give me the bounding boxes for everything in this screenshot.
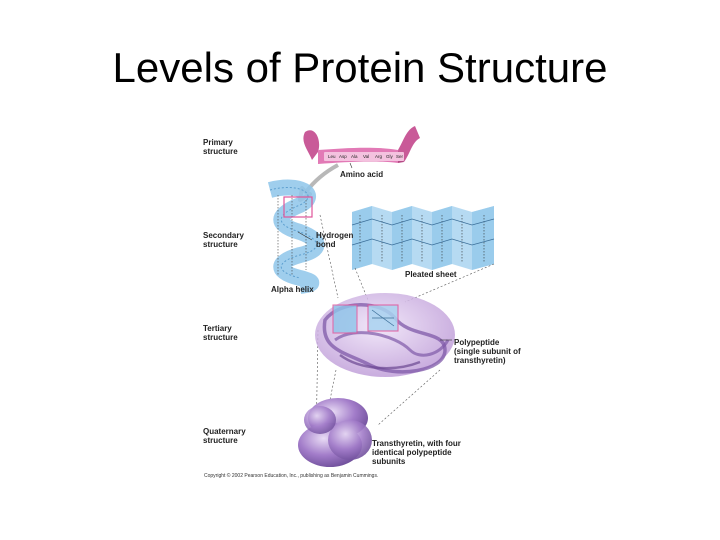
quaternary-structure	[298, 398, 372, 467]
label-primary-structure: Primary structure	[203, 138, 238, 156]
label-tertiary-structure: Tertiary structure	[203, 324, 238, 342]
tertiary-structure	[315, 293, 455, 377]
label-alpha-helix: Alpha helix	[271, 285, 314, 294]
label-polypeptide: Polypeptide (single subunit of transthyr…	[454, 338, 521, 365]
projection-lines	[315, 214, 495, 446]
label-hydrogen-bond: Hydrogen bond	[316, 231, 354, 249]
label-amino-acid: Amino acid	[340, 170, 384, 179]
amino-acid-4: Arg	[375, 154, 383, 159]
primary-ribbon	[303, 126, 420, 164]
helix-highlight-box	[283, 196, 313, 218]
label-secondary-structure: Secondary structure	[203, 231, 244, 249]
amino-acid-sequence: Leu Asp Ala Val Arg Gly Ser	[328, 154, 404, 159]
copyright-notice: Copyright © 2002 Pearson Education, Inc.…	[204, 473, 379, 479]
amino-acid-2: Ala	[351, 154, 358, 159]
amino-acid-5: Gly	[386, 154, 394, 159]
label-transthyretin: Transthyretin, with four identical polyp…	[372, 439, 461, 466]
label-pleated-sheet: Pleated sheet	[405, 270, 457, 279]
label-quaternary-structure: Quaternary structure	[203, 427, 246, 445]
page-title: Levels of Protein Structure	[112, 44, 608, 91]
amino-acid-1: Asp	[339, 154, 347, 159]
amino-acid-3: Val	[363, 154, 369, 159]
amino-acid-0: Leu	[328, 154, 336, 159]
pleated-sheet	[351, 206, 495, 270]
amino-acid-6: Ser	[396, 154, 404, 159]
alpha-helix	[267, 179, 325, 294]
